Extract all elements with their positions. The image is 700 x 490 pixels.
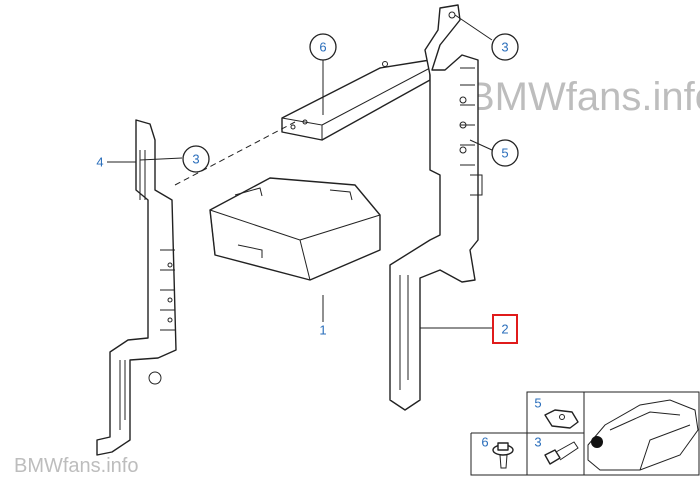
inset-screw-6[interactable]: 6 — [481, 435, 514, 469]
callout-part-5[interactable]: 5 — [491, 139, 519, 167]
label-part-4[interactable]: 4 — [96, 155, 103, 170]
label-part-2-highlighted[interactable]: 2 — [492, 314, 518, 344]
watermark-top: BMWfans.info — [468, 75, 700, 119]
watermark-bottom: BMWfans.info — [14, 455, 138, 477]
parts-inset: 5 6 3 — [470, 391, 700, 476]
callout-part-3-left[interactable]: 3 — [182, 145, 210, 173]
control-unit-part-1[interactable] — [209, 177, 381, 281]
inset-clip-nut-5[interactable]: 5 — [534, 396, 579, 429]
callout-part-3-top[interactable]: 3 — [491, 33, 519, 61]
inset-car-location — [587, 399, 699, 471]
right-bracket[interactable] — [389, 4, 483, 411]
svg-text:6: 6 — [481, 435, 488, 450]
inset-bolt-3[interactable]: 3 — [534, 435, 579, 465]
svg-text:2: 2 — [501, 322, 508, 337]
left-bracket-part-4[interactable] — [96, 119, 177, 456]
svg-text:3: 3 — [192, 152, 199, 167]
label-part-1[interactable]: 1 — [319, 323, 326, 338]
svg-text:3: 3 — [501, 40, 508, 55]
svg-text:5: 5 — [501, 146, 508, 161]
module-part-6[interactable] — [281, 59, 431, 141]
svg-text:5: 5 — [534, 396, 541, 411]
svg-text:6: 6 — [319, 40, 326, 55]
svg-text:3: 3 — [534, 435, 541, 450]
callout-part-6[interactable]: 6 — [309, 33, 337, 61]
